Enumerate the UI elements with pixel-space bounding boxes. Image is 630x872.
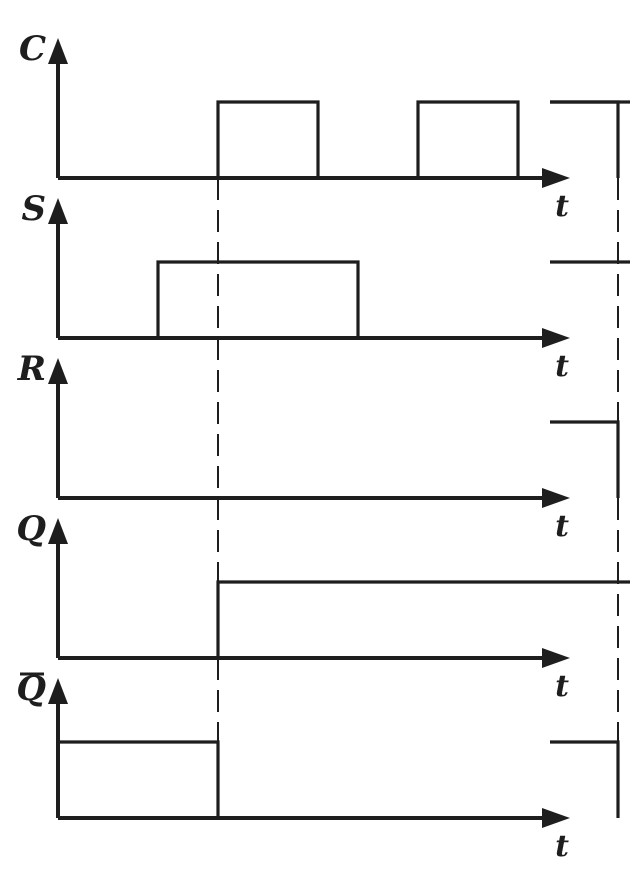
signal-label-s: S	[21, 189, 46, 229]
waveform-qbar-pulse-0	[58, 740, 220, 818]
waveform-qbar-pulse-1	[550, 740, 620, 818]
time-label-s: t	[555, 349, 569, 384]
waveform-q-pulse-0	[216, 580, 550, 658]
waveform-c-pulse-2	[550, 100, 620, 178]
arrow-up-icon	[48, 678, 68, 704]
time-label-q: t	[555, 669, 569, 704]
arrow-up-icon	[48, 198, 68, 224]
signal-label-c: C	[19, 29, 46, 69]
signal-label-qbar: Q	[16, 669, 46, 709]
waveform-c-pulse-0	[216, 100, 320, 178]
arrow-right-icon	[542, 488, 570, 508]
arrow-right-icon	[542, 808, 570, 828]
arrow-right-icon	[542, 168, 570, 188]
arrow-up-icon	[48, 38, 68, 64]
signal-label-r: R	[17, 349, 46, 389]
guide-lines	[217, 178, 619, 810]
time-label-qbar: t	[555, 829, 569, 864]
waveform-r-pulse-0	[550, 420, 620, 498]
axes	[48, 38, 570, 828]
signal-label-q: Q	[16, 509, 46, 549]
arrow-up-icon	[48, 358, 68, 384]
time-label-c: t	[555, 189, 569, 224]
waveform-c-pulse-1	[416, 100, 520, 178]
arrow-right-icon	[542, 328, 570, 348]
time-label-r: t	[555, 509, 569, 544]
signal-waveforms	[58, 100, 630, 818]
arrow-right-icon	[542, 648, 570, 668]
waveform-s-pulse-0	[156, 260, 360, 338]
arrow-up-icon	[48, 518, 68, 544]
